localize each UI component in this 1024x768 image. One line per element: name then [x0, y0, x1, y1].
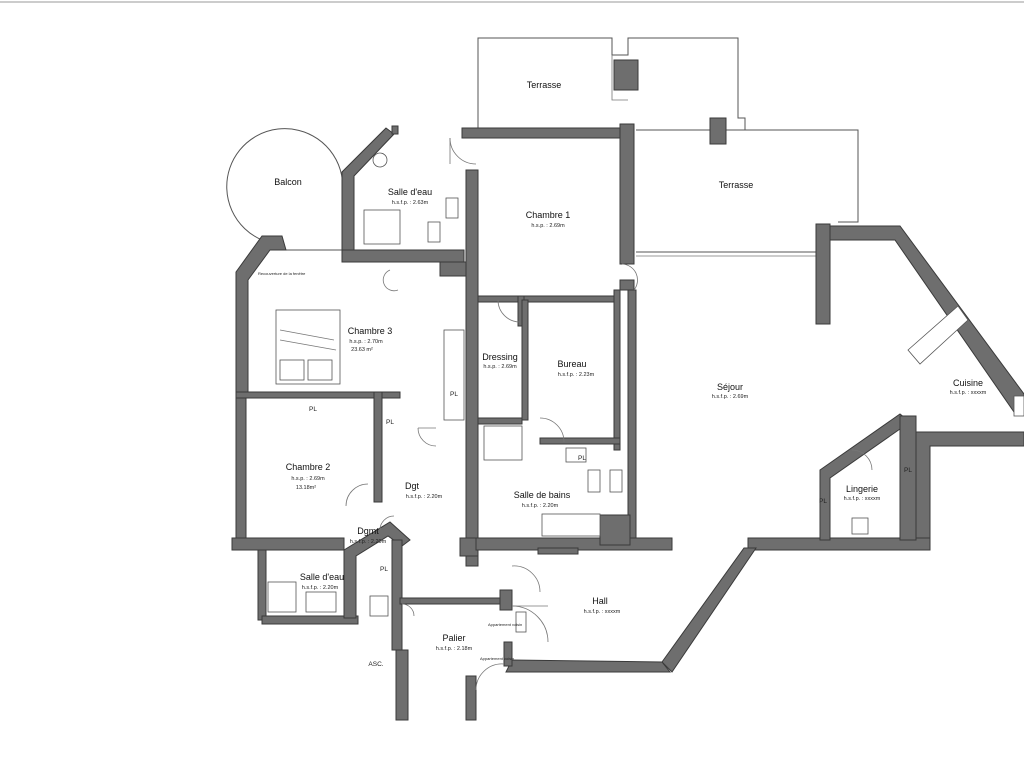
room-chambre-2-area: 13.18m²: [296, 485, 316, 491]
room-chambre-1: Chambre 1: [526, 210, 571, 220]
room-dgmt-height: h.s.f.p. : 2.20m: [350, 539, 387, 545]
room-labels: Terrasse Terrasse Balcon Salle d'eau h.s…: [274, 80, 987, 652]
room-salle-eau-1-height: h.s.f.p. : 2.63m: [392, 200, 429, 206]
appartement-voisin-label-2: Appartement voisin: [480, 656, 514, 661]
room-sejour: Séjour: [717, 382, 743, 392]
asc-label: ASC.: [368, 661, 383, 668]
doors: [345, 137, 873, 691]
recouverture-label: Recouverture de la fenêtre: [258, 271, 306, 276]
room-chambre-3: Chambre 3: [348, 326, 393, 336]
chimney-block: [613, 59, 639, 91]
pl-label: PL: [819, 498, 827, 505]
pl-label: PL: [904, 467, 912, 474]
room-dressing-height: h.s.p. : 2.69m: [483, 364, 517, 370]
room-chambre-1-height: h.s.p. : 2.69m: [531, 223, 565, 229]
room-salle-eau-2-height: h.s.f.p. : 2.20m: [302, 585, 339, 591]
room-chambre-3-area: 23.63 m²: [351, 347, 373, 353]
room-dgt: Dgt: [405, 481, 420, 491]
room-terrasse-2: Terrasse: [719, 180, 754, 190]
room-salle-de-bains-height: h.s.f.p. : 2.20m: [522, 503, 559, 509]
room-dgt-height: h.s.f.p. : 2.20m: [406, 494, 443, 500]
chimney-block: [709, 117, 727, 145]
room-lingerie-height: h.s.f.p. : xxxxm: [844, 496, 881, 502]
room-lingerie: Lingerie: [846, 484, 878, 494]
room-dressing: Dressing: [482, 352, 518, 362]
walls: [231, 123, 1024, 721]
terrasse-outline: [477, 37, 859, 257]
room-bureau: Bureau: [557, 359, 586, 369]
pl-label: PL: [578, 455, 586, 462]
room-terrasse-1: Terrasse: [527, 80, 562, 90]
pl-label: PL: [309, 406, 317, 413]
room-sejour-height: h.s.f.p. : 2.69m: [712, 394, 749, 400]
pl-label: PL: [380, 566, 388, 573]
room-salle-eau-1: Salle d'eau: [388, 187, 432, 197]
room-salle-eau-2: Salle d'eau: [300, 572, 344, 582]
room-hall-height: h.s.f.p. : xxxxm: [584, 609, 621, 615]
room-hall: Hall: [592, 596, 608, 606]
room-palier-height: h.s.f.p. : 2.18m: [436, 646, 473, 652]
room-balcon: Balcon: [274, 177, 302, 187]
pl-label: PL: [386, 419, 394, 426]
fixtures: [267, 152, 1024, 633]
room-salle-de-bains: Salle de bains: [514, 490, 571, 500]
room-palier: Palier: [442, 633, 465, 643]
room-dgmt: Dgmt: [357, 526, 379, 536]
pl-label: PL: [450, 391, 458, 398]
misc-labels: ASC. Recouverture de la fenêtre Appartem…: [258, 271, 912, 668]
room-cuisine: Cuisine: [953, 378, 983, 388]
room-chambre-2-height: h.s.p. : 2.69m: [291, 476, 325, 482]
appartement-voisin-label: Appartement voisin: [488, 622, 522, 627]
room-chambre-2: Chambre 2: [286, 462, 331, 472]
room-chambre-3-height: h.s.p. : 2.70m: [349, 339, 383, 345]
room-cuisine-height: h.s.f.p. : xxxxm: [950, 390, 987, 396]
room-bureau-height: h.s.f.p. : 2.23m: [558, 372, 595, 378]
balcon-outline: [226, 128, 344, 241]
